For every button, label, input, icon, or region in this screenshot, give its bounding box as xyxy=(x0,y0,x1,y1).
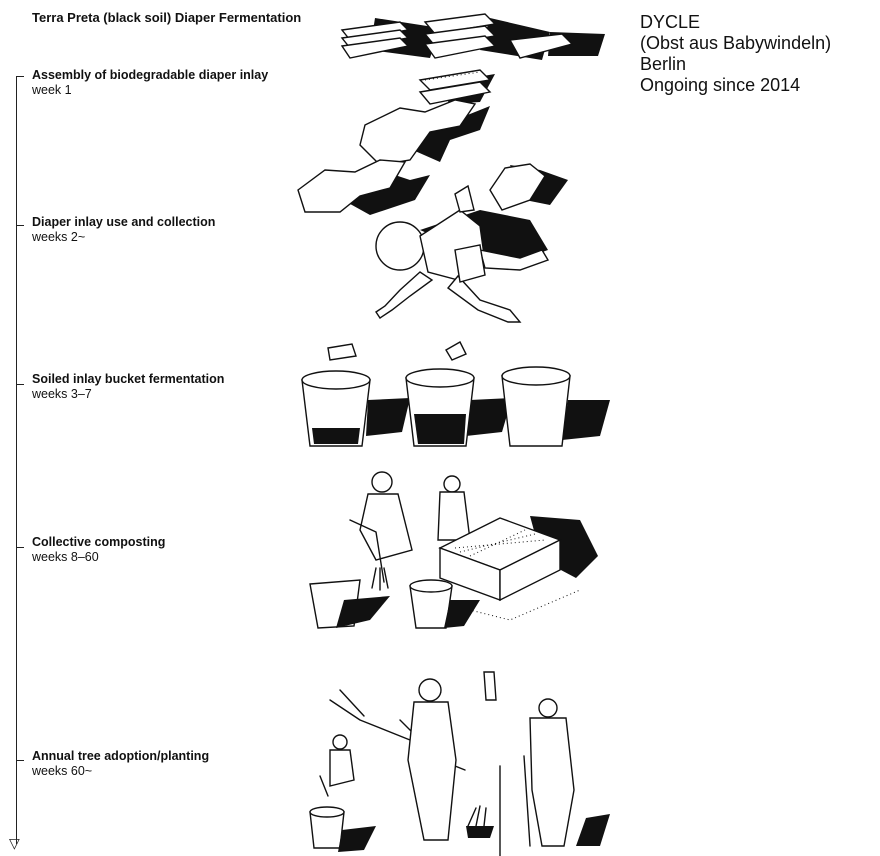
timeline-tick xyxy=(16,760,24,761)
stage-name: Soiled inlay bucket fermentation xyxy=(32,372,224,386)
project-name: DYCLE xyxy=(640,12,831,33)
timeline-tick xyxy=(16,547,24,548)
stage-name: Collective composting xyxy=(32,535,165,549)
stage-name: Diaper inlay use and collection xyxy=(32,215,215,229)
stage-time: weeks 2~ xyxy=(32,230,215,244)
timeline-tick xyxy=(16,76,24,77)
timeline-tick xyxy=(16,225,24,226)
project-info: DYCLE (Obst aus Babywindeln) Berlin Ongo… xyxy=(640,12,831,96)
stage-use-collection: Diaper inlay use and collection weeks 2~ xyxy=(32,215,215,244)
diaper-layers-illustration xyxy=(342,14,605,60)
timeline-axis xyxy=(16,76,17,844)
fermentation-buckets-illustration xyxy=(302,342,610,446)
stage-time: weeks 8–60 xyxy=(32,550,165,564)
stage-time: weeks 3–7 xyxy=(32,387,224,401)
project-subtitle: (Obst aus Babywindeln) xyxy=(640,33,831,54)
project-city: Berlin xyxy=(640,54,831,75)
timeline-arrow-icon: ▽ xyxy=(9,836,20,850)
diagram-title: Terra Preta (black soil) Diaper Fermenta… xyxy=(32,10,301,25)
stage-name: Annual tree adoption/planting xyxy=(32,749,209,763)
process-illustrations xyxy=(280,0,620,856)
inlay-strips-illustration xyxy=(420,70,495,104)
diaper-inlay-illustration xyxy=(298,100,568,215)
stage-time: weeks 60~ xyxy=(32,764,209,778)
stage-tree-planting: Annual tree adoption/planting weeks 60~ xyxy=(32,749,209,778)
baby-illustration xyxy=(376,186,548,322)
stage-assembly: Assembly of biodegradable diaper inlay w… xyxy=(32,68,268,97)
stage-time: week 1 xyxy=(32,83,268,97)
stage-bucket-fermentation: Soiled inlay bucket fermentation weeks 3… xyxy=(32,372,224,401)
timeline-tick xyxy=(16,384,24,385)
stage-name: Assembly of biodegradable diaper inlay xyxy=(32,68,268,82)
tree-planting-illustration xyxy=(310,672,610,856)
composting-illustration xyxy=(310,472,598,628)
project-since: Ongoing since 2014 xyxy=(640,75,831,96)
stage-composting: Collective composting weeks 8–60 xyxy=(32,535,165,564)
